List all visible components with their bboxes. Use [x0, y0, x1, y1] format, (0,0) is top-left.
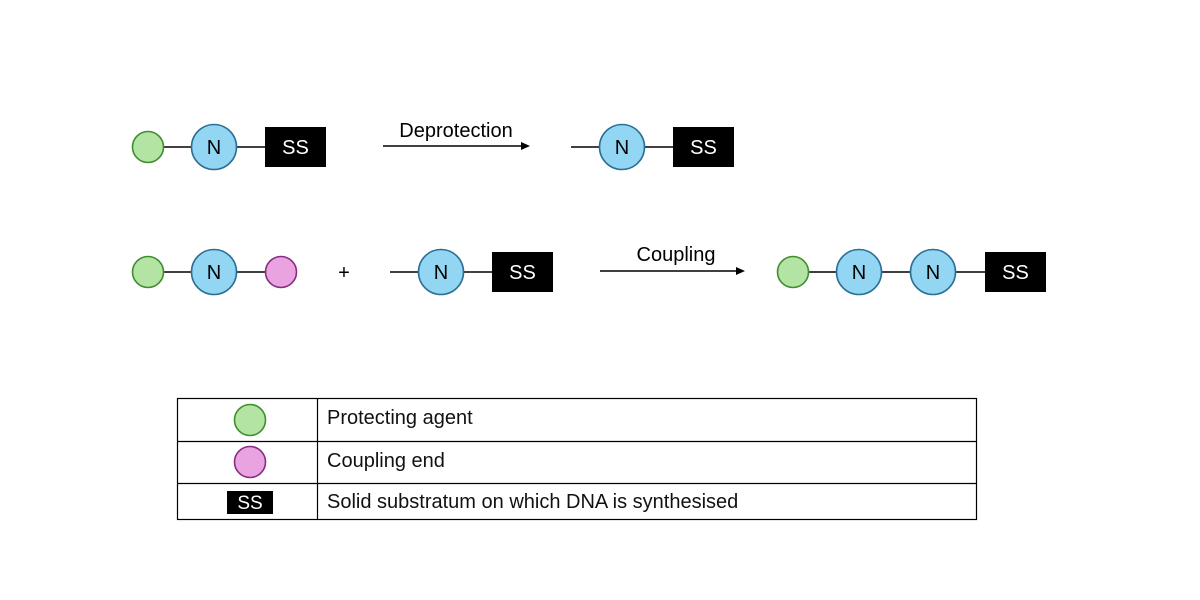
- coupling-end-circle: [264, 255, 298, 289]
- substratum-label: SS: [1002, 262, 1029, 284]
- nucleotide-label: N: [207, 137, 221, 159]
- nucleotide-circle: [909, 248, 957, 296]
- arrow-head: [736, 267, 745, 275]
- coupling-arrow: Coupling: [600, 244, 745, 275]
- substratum-label: SS: [237, 493, 262, 514]
- protecting-agent-circle: [131, 255, 165, 289]
- legend-row-solid-substratum: SS Solid substratum on which DNA is synt…: [227, 491, 738, 514]
- legend-text: Coupling end: [327, 450, 445, 472]
- substratum-label: SS: [282, 137, 309, 159]
- legend-table: Protecting agent Coupling end SS Solid s…: [176, 397, 978, 521]
- nucleotide-label: N: [926, 262, 940, 284]
- nucleotide-circle: [190, 248, 238, 296]
- nucleotide-circle: [417, 248, 465, 296]
- substratum-label: SS: [509, 262, 536, 284]
- reactant-bound-nucleotide: N SS: [390, 248, 553, 296]
- deprotection-arrow: Deprotection: [383, 120, 530, 150]
- nucleotide-label: N: [434, 262, 448, 284]
- arrow-head: [521, 142, 530, 150]
- deprotection-label: Deprotection: [399, 120, 512, 142]
- solid-substratum-box: [673, 127, 734, 167]
- reactant-incoming-nucleotide: N: [131, 248, 298, 296]
- coupling-end-symbol: [233, 445, 267, 479]
- product-dinucleotide: N N SS: [776, 248, 1046, 296]
- solid-substratum-box: [492, 252, 553, 292]
- legend-text: Protecting agent: [327, 407, 473, 429]
- protecting-agent-circle: [776, 255, 810, 289]
- substratum-label: SS: [690, 137, 717, 159]
- plus-sign: +: [338, 262, 350, 284]
- solid-substratum-symbol: [227, 491, 273, 514]
- nucleotide-label: N: [615, 137, 629, 159]
- reactant-protected-nucleotide: N SS: [131, 123, 326, 171]
- product-deprotected-nucleotide: N SS: [571, 123, 734, 171]
- nucleotide-label: N: [852, 262, 866, 284]
- nucleotide-label: N: [207, 262, 221, 284]
- legend-text: Solid substratum on which DNA is synthes…: [327, 491, 738, 513]
- solid-substratum-box: [985, 252, 1046, 292]
- solid-substratum-box: [265, 127, 326, 167]
- nucleotide-circle: [835, 248, 883, 296]
- legend-row-coupling-end: Coupling end: [233, 445, 445, 479]
- protecting-agent-circle: [131, 130, 165, 164]
- legend-border: [176, 397, 978, 521]
- nucleotide-circle: [190, 123, 238, 171]
- coupling-label: Coupling: [637, 244, 716, 266]
- nucleotide-circle: [598, 123, 646, 171]
- protecting-agent-symbol: [233, 403, 267, 437]
- legend-row-protecting-agent: Protecting agent: [233, 403, 473, 437]
